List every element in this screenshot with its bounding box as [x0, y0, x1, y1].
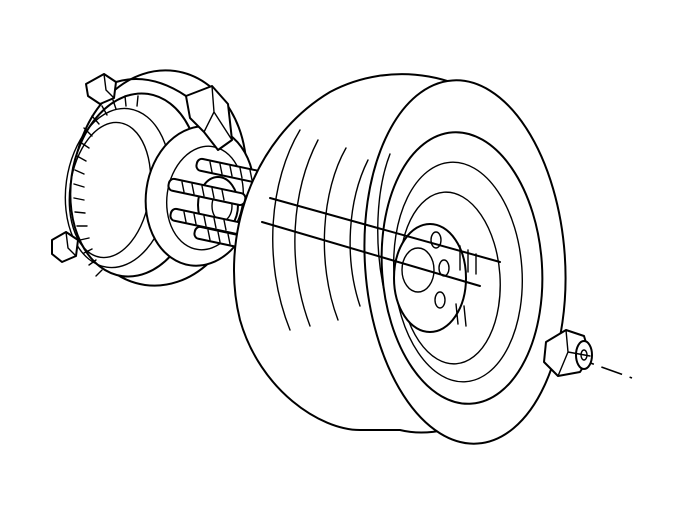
mounting-ear-top [85, 73, 117, 105]
caliper-bracket [185, 85, 233, 151]
lug-nut [543, 329, 593, 377]
wheel-center [393, 223, 467, 333]
tire-and-wheel [233, 73, 567, 445]
mounting-ear-left [51, 231, 79, 263]
